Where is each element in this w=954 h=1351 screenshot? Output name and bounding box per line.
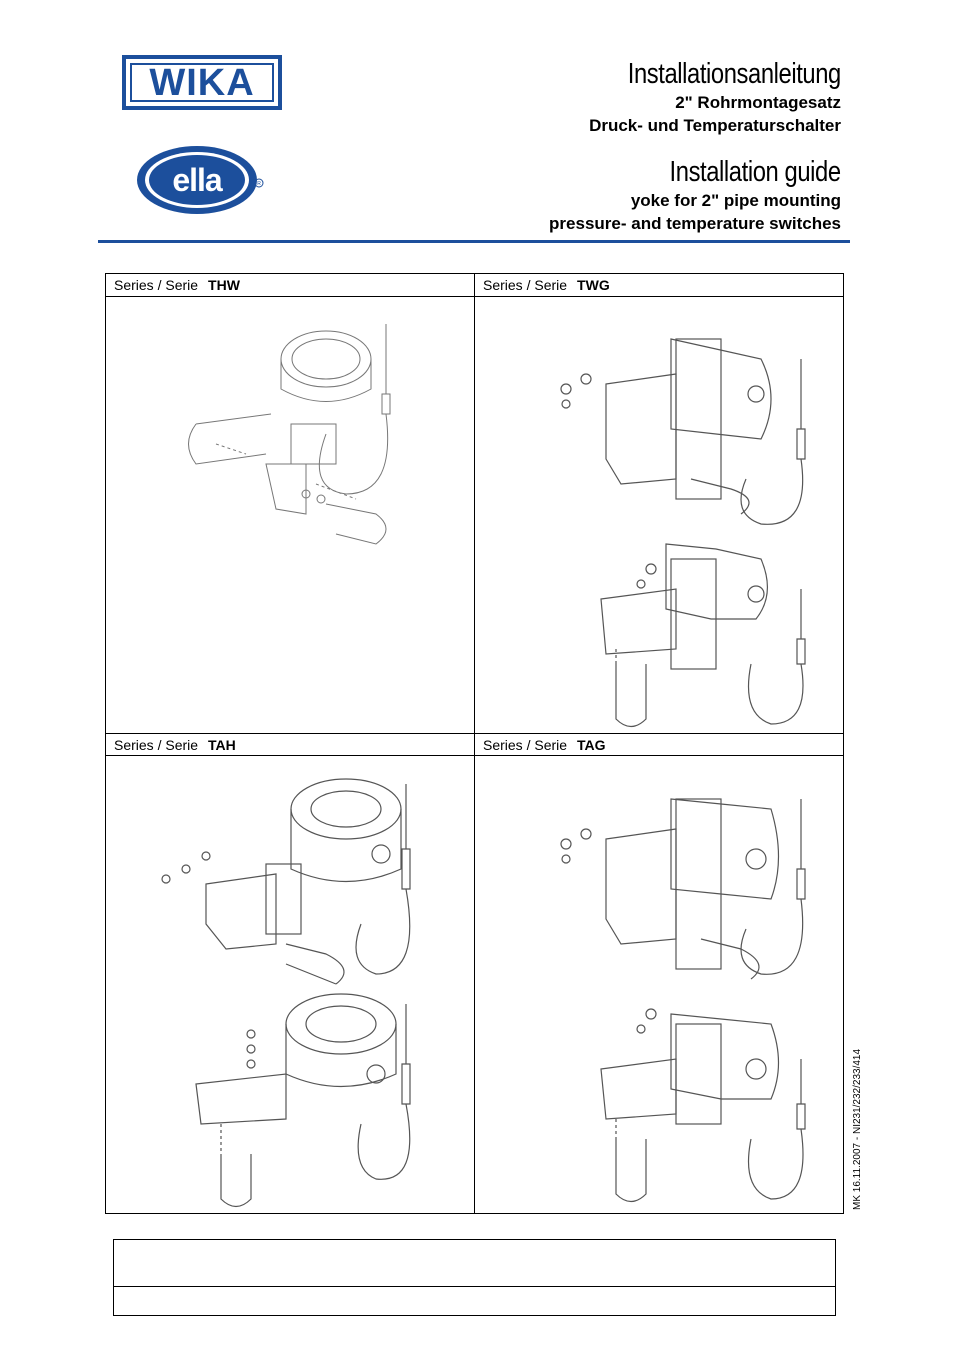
series-prefix: Series / Serie [483, 737, 568, 753]
series-label-thw: Series / Serie THW [114, 274, 240, 296]
thw-assembly-drawing [176, 314, 406, 554]
series-grid: Series / Serie THW Series / Serie TWG Seri… [105, 273, 844, 1214]
english-title: Installation guide [669, 156, 842, 188]
footer-box [113, 1239, 836, 1316]
grid-row-divider [106, 755, 843, 756]
twg-assembly-drawing [531, 319, 821, 734]
german-title: Installationsanleitung [627, 58, 841, 90]
tah-assembly-drawing [156, 774, 426, 1209]
series-prefix: Series / Serie [114, 737, 199, 753]
footer-box-divider [114, 1286, 835, 1287]
wika-logo: WIKA [122, 55, 282, 110]
series-prefix: Series / Serie [483, 277, 568, 293]
series-label-tah: Series / Serie TAH [114, 734, 236, 756]
series-code: THW [208, 277, 240, 293]
series-label-twg: Series / Serie TWG [483, 274, 610, 296]
english-subtitle-1: yoke for 2" pipe mounting [630, 191, 841, 210]
series-code: TWG [577, 277, 610, 293]
german-subtitle-2: Druck- und Temperaturschalter [589, 116, 841, 135]
wika-logo-frame: WIKA [130, 63, 274, 102]
grid-row-divider [106, 733, 843, 734]
header-divider [98, 240, 850, 243]
grid-vertical-divider [474, 274, 475, 1213]
svg-text:R: R [257, 181, 261, 187]
series-label-tag: Series / Serie TAG [483, 734, 606, 756]
english-subtitle-2: pressure- and temperature switches [549, 214, 841, 233]
ella-logo: ella R [135, 143, 265, 218]
series-code: TAG [577, 737, 606, 753]
tag-assembly-drawing [531, 779, 821, 1209]
wika-logo-text: WIKA [149, 61, 255, 104]
svg-text:ella: ella [172, 162, 223, 198]
series-prefix: Series / Serie [114, 277, 199, 293]
document-code: MK 16.11.2007 - NI231/232/233/414 [852, 1048, 863, 1210]
german-subtitle-1: 2" Rohrmontagesatz [675, 93, 841, 112]
series-code: TAH [208, 737, 236, 753]
grid-row-divider [106, 296, 843, 297]
